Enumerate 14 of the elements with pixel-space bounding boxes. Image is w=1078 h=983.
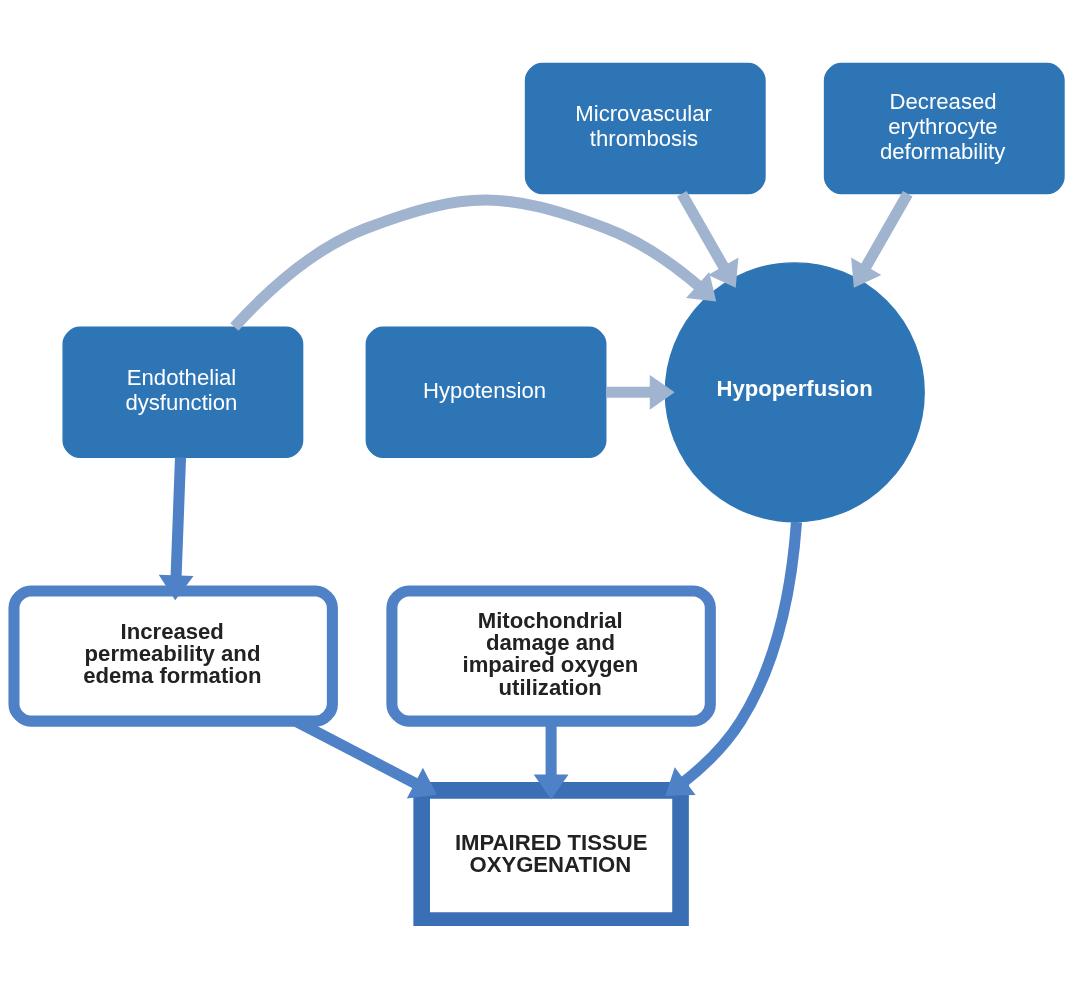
arrow bbox=[606, 374, 675, 410]
node-box: Microvascular thrombosis bbox=[524, 62, 766, 194]
arrow bbox=[677, 190, 739, 288]
arrow bbox=[158, 456, 194, 600]
node-box: Hypotension bbox=[365, 326, 607, 458]
arrow bbox=[665, 521, 802, 796]
node-box: Endothelial dysfunction bbox=[62, 326, 304, 458]
arrow bbox=[851, 190, 913, 288]
arrow bbox=[230, 194, 717, 331]
node-circle: Hypoperfusion bbox=[664, 261, 925, 522]
node-box: Decreased erythrocyte deformability bbox=[823, 62, 1065, 194]
node-box: IMPAIRED TISSUE OXYGENATION bbox=[413, 781, 689, 926]
node-box: Increased permeability and edema formation bbox=[8, 584, 338, 727]
node-box: Mitochondrial damage and impaired oxygen utilization bbox=[386, 584, 716, 727]
